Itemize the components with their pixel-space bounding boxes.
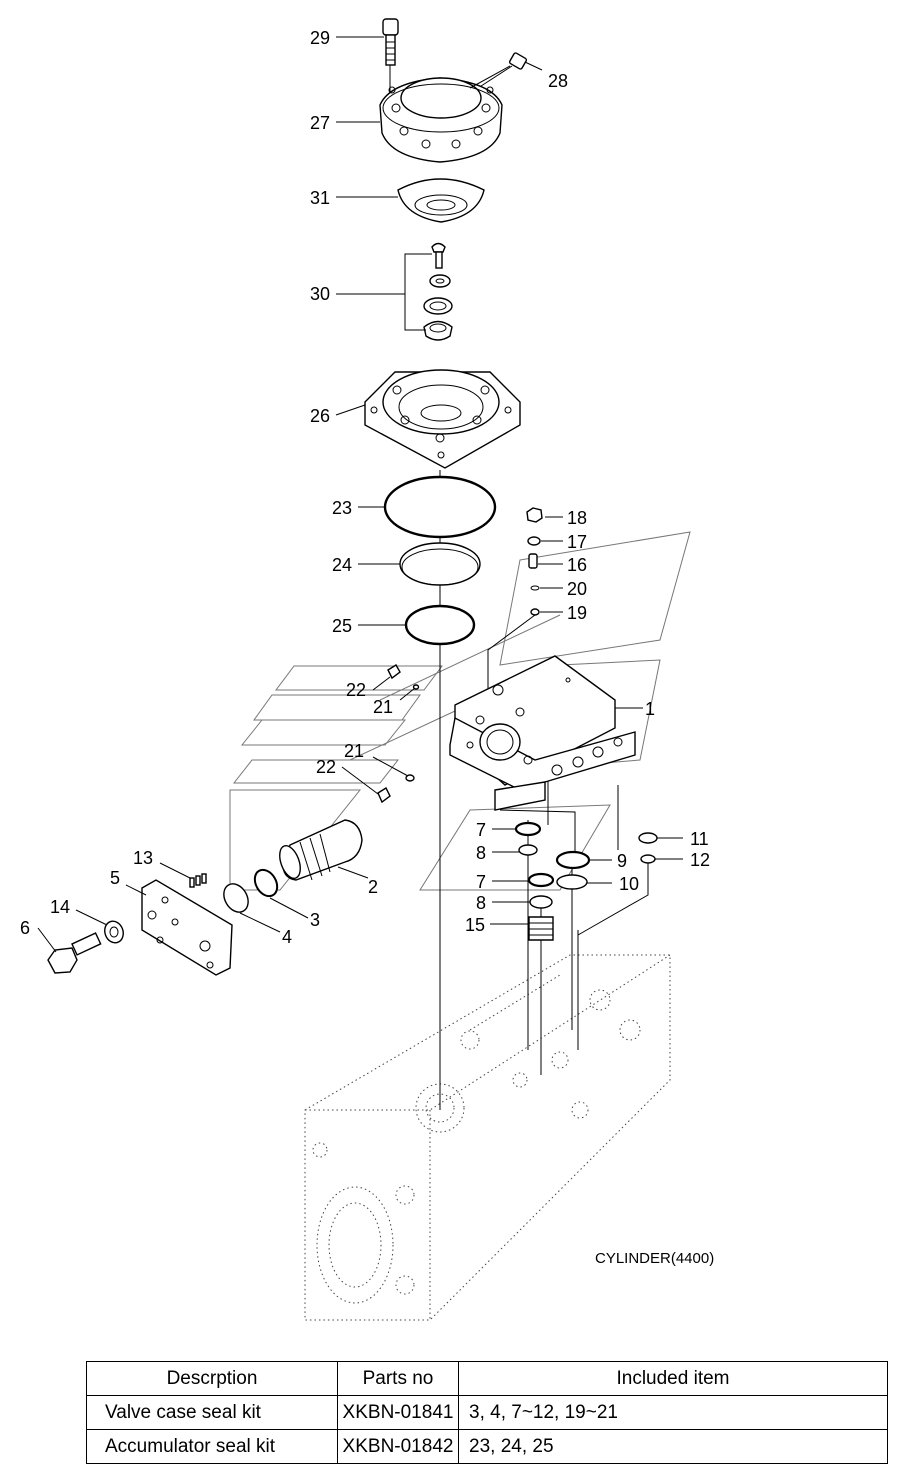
label-2: 2 — [368, 877, 378, 897]
part-30-assembly — [404, 242, 453, 341]
label-8: 8 — [476, 843, 486, 863]
part-5-plate — [141, 879, 233, 976]
label-19: 19 — [567, 603, 587, 623]
label-7: 7 — [476, 820, 486, 840]
label-leaders — [37, 36, 683, 953]
part-1-valve-body — [449, 655, 636, 811]
header-description: Descrption — [86, 1361, 338, 1396]
cell-items: 3, 4, 7~12, 19~21 — [458, 1395, 888, 1430]
cell-items: 23, 24, 25 — [458, 1429, 888, 1464]
seal-23 — [383, 475, 497, 539]
label-24: 24 — [332, 555, 352, 575]
label-28: 28 — [548, 71, 568, 91]
label-27: 27 — [310, 113, 330, 133]
label-21-second: 21 — [344, 741, 364, 761]
label-22-second: 22 — [316, 757, 336, 777]
part-2-spool — [279, 819, 363, 881]
seal-25 — [404, 604, 476, 646]
header-parts-no: Parts no — [337, 1361, 459, 1396]
label-7-second: 7 — [476, 872, 486, 892]
ring-3 — [253, 868, 279, 898]
cylinder-caption: CYLINDER(4400) — [595, 1250, 714, 1267]
rings-right — [514, 821, 658, 941]
label-9: 9 — [617, 851, 627, 871]
label-22: 22 — [346, 680, 366, 700]
label-31: 31 — [310, 188, 330, 208]
label-6: 6 — [20, 918, 30, 938]
label-8-second: 8 — [476, 893, 486, 913]
label-14: 14 — [50, 897, 70, 917]
cell-description: Valve case seal kit — [86, 1395, 338, 1430]
label-12: 12 — [690, 850, 710, 870]
seal-24 — [399, 542, 481, 586]
cylinder-outline — [304, 954, 671, 1321]
part-27-cover — [379, 77, 503, 163]
label-15: 15 — [465, 915, 485, 935]
label-18: 18 — [567, 508, 587, 528]
part-14-washer — [104, 920, 124, 944]
label-5: 5 — [110, 868, 120, 888]
label-17: 17 — [567, 532, 587, 552]
ring-4 — [223, 883, 249, 913]
label-10: 10 — [619, 874, 639, 894]
label-16: 16 — [567, 555, 587, 575]
fittings-21-22 — [377, 664, 420, 804]
label-26: 26 — [310, 406, 330, 426]
part-31-diaphragm — [397, 178, 485, 223]
cell-parts-no: XKBN-01841 — [337, 1395, 459, 1430]
table-row: Accumulator seal kit XKBN-01842 23, 24, … — [86, 1429, 888, 1464]
label-25: 25 — [332, 616, 352, 636]
part-28-plug — [477, 52, 528, 89]
small-parts-16-20 — [526, 507, 543, 616]
table-row: Valve case seal kit XKBN-01841 3, 4, 7~1… — [86, 1395, 888, 1430]
label-4: 4 — [282, 927, 292, 947]
cell-description: Accumulator seal kit — [86, 1429, 338, 1464]
label-29: 29 — [310, 28, 330, 48]
label-11: 11 — [690, 829, 709, 849]
part-29-bolt — [382, 18, 399, 100]
part-26-base — [364, 369, 521, 469]
label-21: 21 — [373, 697, 393, 717]
label-1: 1 — [645, 699, 655, 719]
label-3: 3 — [310, 910, 320, 930]
table-header-row: Descrption Parts no Included item — [86, 1361, 888, 1396]
seal-kit-table: Descrption Parts no Included item Valve … — [86, 1361, 888, 1464]
part-number-labels: 29 28 27 31 30 26 23 24 25 18 17 16 20 1… — [20, 28, 714, 1267]
label-23: 23 — [332, 498, 352, 518]
part-6-bolt — [47, 932, 102, 974]
label-13: 13 — [133, 848, 153, 868]
cell-parts-no: XKBN-01842 — [337, 1429, 459, 1464]
header-included-item: Included item — [458, 1361, 888, 1396]
label-20: 20 — [567, 579, 587, 599]
part-13-pins — [189, 873, 207, 888]
label-30: 30 — [310, 284, 330, 304]
